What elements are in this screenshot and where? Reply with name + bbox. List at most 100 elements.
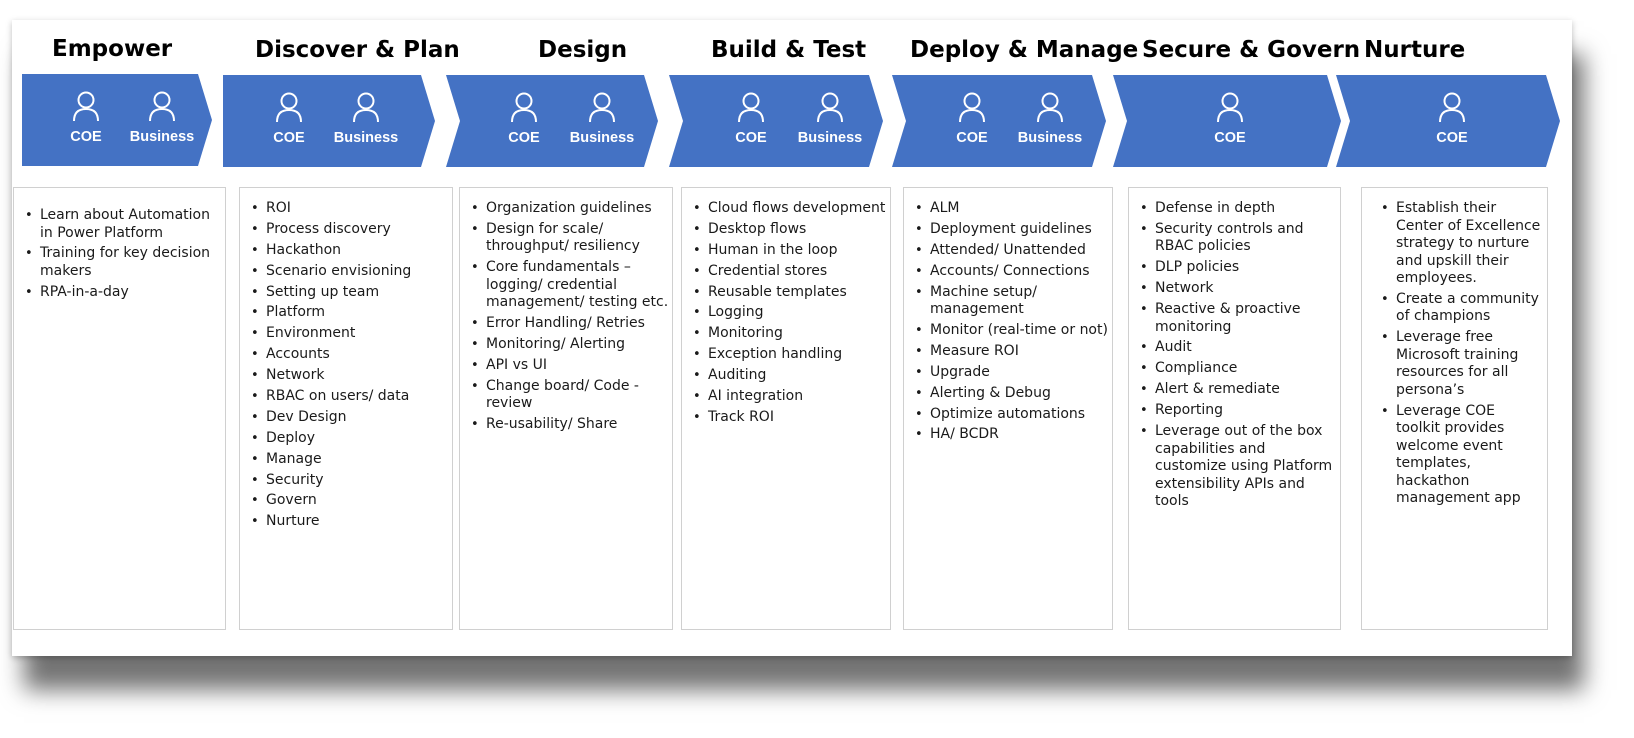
persona-label: COE xyxy=(735,130,767,146)
list-item: Deployment guidelines xyxy=(915,221,1112,239)
person-icon xyxy=(959,92,985,123)
list-item: Logging xyxy=(693,304,890,322)
list-item: Dev Design xyxy=(251,409,452,427)
list-item: HA/ BCDR xyxy=(915,426,1112,444)
persona-label: Business xyxy=(797,130,863,146)
person-icon xyxy=(1217,92,1243,123)
stage-box-build-test: Cloud flows development Desktop flows Hu… xyxy=(681,187,891,630)
list-item: Setting up team xyxy=(251,284,452,302)
persona-label: COE xyxy=(956,130,988,146)
list-item: Accounts/ Connections xyxy=(915,263,1112,281)
stage-box-discover-plan: ROI Process discovery Hackathon Scenario… xyxy=(239,187,453,630)
persona-coe: COE xyxy=(706,92,796,156)
list-item: AI integration xyxy=(693,388,890,406)
person-icon xyxy=(353,92,379,123)
stage-chevron-empower: COE Business xyxy=(22,74,212,166)
list-item: Cloud flows development xyxy=(693,200,890,218)
person-icon xyxy=(511,92,537,123)
list-item: Upgrade xyxy=(915,364,1112,382)
list-item: Change board/ Code - review xyxy=(471,378,672,413)
persona-business: Business xyxy=(785,92,875,156)
list-item: Accounts xyxy=(251,346,452,364)
list-item: DLP policies xyxy=(1140,259,1340,277)
list-item: Desktop flows xyxy=(693,221,890,239)
list-item: Reporting xyxy=(1140,402,1340,420)
persona-coe: COE xyxy=(1185,92,1275,156)
list-item: Human in the loop xyxy=(693,242,890,260)
list-item: Create a community of champions xyxy=(1381,291,1541,326)
stage-items-empower: Learn about Automation in Power Platform… xyxy=(14,207,225,301)
stage-title-empower: Empower xyxy=(52,36,173,62)
persona-label: COE xyxy=(70,129,102,145)
stage-box-empower: Learn about Automation in Power Platform… xyxy=(13,187,226,630)
list-item: Govern xyxy=(251,492,452,510)
list-item: Monitor (real-time or not) xyxy=(915,322,1112,340)
list-item: Learn about Automation in Power Platform xyxy=(25,207,225,242)
list-item: Establish their Center of Excellence str… xyxy=(1381,200,1541,288)
list-item: Nurture xyxy=(251,513,452,531)
person-icon xyxy=(73,91,99,122)
list-item: Audit xyxy=(1140,339,1340,357)
lifecycle-diagram: Empower COE Business Learn about Automat… xyxy=(12,20,1572,656)
list-item: Security xyxy=(251,472,452,490)
list-item: API vs UI xyxy=(471,357,672,375)
person-icon xyxy=(817,92,843,123)
list-item: Monitoring/ Alerting xyxy=(471,336,672,354)
list-item: Alerting & Debug xyxy=(915,385,1112,403)
list-item: Credential stores xyxy=(693,263,890,281)
list-item: Machine setup/ management xyxy=(915,284,1112,319)
stage-title-design: Design xyxy=(538,37,628,63)
persona-label: Business xyxy=(569,130,635,146)
stage-box-nurture: Establish their Center of Excellence str… xyxy=(1361,187,1548,630)
stage-box-deploy-manage: ALM Deployment guidelines Attended/ Unat… xyxy=(903,187,1113,630)
list-item: Platform xyxy=(251,304,452,322)
persona-label: Business xyxy=(333,130,399,146)
stage-items-discover-plan: ROI Process discovery Hackathon Scenario… xyxy=(240,200,452,531)
stage-chevron-build-test: COE Business xyxy=(669,75,883,167)
stage-chevron-secure-govern: COE xyxy=(1113,75,1341,167)
stage-items-build-test: Cloud flows development Desktop flows Hu… xyxy=(682,200,890,426)
person-icon xyxy=(1439,92,1465,123)
persona-business: Business xyxy=(117,91,207,155)
stage-box-design: Organization guidelines Design for scale… xyxy=(459,187,673,630)
person-icon xyxy=(276,92,302,123)
list-item: Auditing xyxy=(693,367,890,385)
stage-chevron-discover-plan: COE Business xyxy=(223,75,435,167)
stage-chevron-design: COE Business xyxy=(446,75,658,167)
list-item: Deploy xyxy=(251,430,452,448)
person-icon xyxy=(738,92,764,123)
stage-items-secure-govern: Defense in depth Security controls and R… xyxy=(1129,200,1340,511)
list-item: Reactive & proactive monitoring xyxy=(1140,301,1340,336)
list-item: Training for key decision makers xyxy=(25,245,225,280)
persona-coe: COE xyxy=(41,91,131,155)
persona-coe: COE xyxy=(479,92,569,156)
list-item: Measure ROI xyxy=(915,343,1112,361)
stage-items-design: Organization guidelines Design for scale… xyxy=(460,200,672,434)
list-item: Attended/ Unattended xyxy=(915,242,1112,260)
list-item: Monitoring xyxy=(693,325,890,343)
list-item: Hackathon xyxy=(251,242,452,260)
list-item: Manage xyxy=(251,451,452,469)
list-item: Error Handling/ Retries xyxy=(471,315,672,333)
stage-title-discover-plan: Discover & Plan xyxy=(255,37,460,63)
list-item: Environment xyxy=(251,325,452,343)
persona-label: COE xyxy=(1436,130,1468,146)
stage-box-secure-govern: Defense in depth Security controls and R… xyxy=(1128,187,1341,630)
persona-business: Business xyxy=(321,92,411,156)
stage-title-deploy-manage: Deploy & Manage xyxy=(910,37,1139,63)
person-icon xyxy=(589,92,615,123)
stage-chevron-deploy-manage: COE Business xyxy=(892,75,1106,167)
stage-title-build-test: Build & Test xyxy=(711,37,867,63)
list-item: Core fundamentals – logging/ credential … xyxy=(471,259,672,312)
list-item: Network xyxy=(1140,280,1340,298)
stage-chevron-nurture: COE xyxy=(1336,75,1560,167)
persona-business: Business xyxy=(1005,92,1095,156)
stage-items-deploy-manage: ALM Deployment guidelines Attended/ Unat… xyxy=(904,200,1112,444)
list-item: Process discovery xyxy=(251,221,452,239)
stage-title-secure-govern: Secure & Govern xyxy=(1142,37,1361,63)
list-item: Optimize automations xyxy=(915,406,1112,424)
list-item: Compliance xyxy=(1140,360,1340,378)
persona-label: Business xyxy=(129,129,195,145)
list-item: Track ROI xyxy=(693,409,890,427)
list-item: Reusable templates xyxy=(693,284,890,302)
